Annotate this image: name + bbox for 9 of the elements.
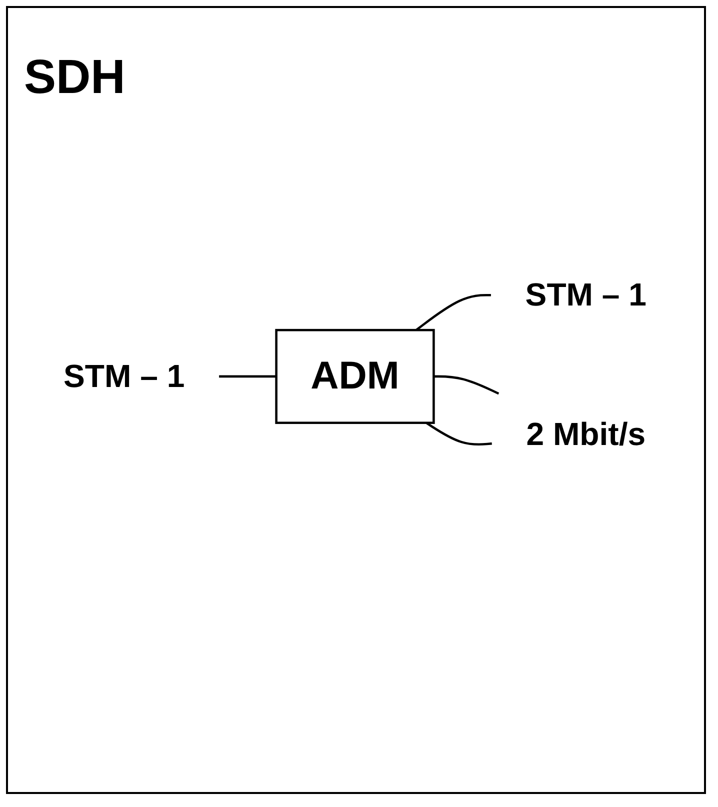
node-text: STM – 1 (64, 358, 185, 394)
connector (416, 294, 491, 331)
node-text: STM – 1 (525, 276, 646, 312)
node-box: ADM (275, 328, 435, 424)
diagram-title: SDH (24, 50, 126, 105)
node-text: 2 Mbit/s (526, 416, 646, 452)
connector (434, 375, 500, 395)
connector (219, 375, 276, 378)
connector (426, 422, 492, 446)
